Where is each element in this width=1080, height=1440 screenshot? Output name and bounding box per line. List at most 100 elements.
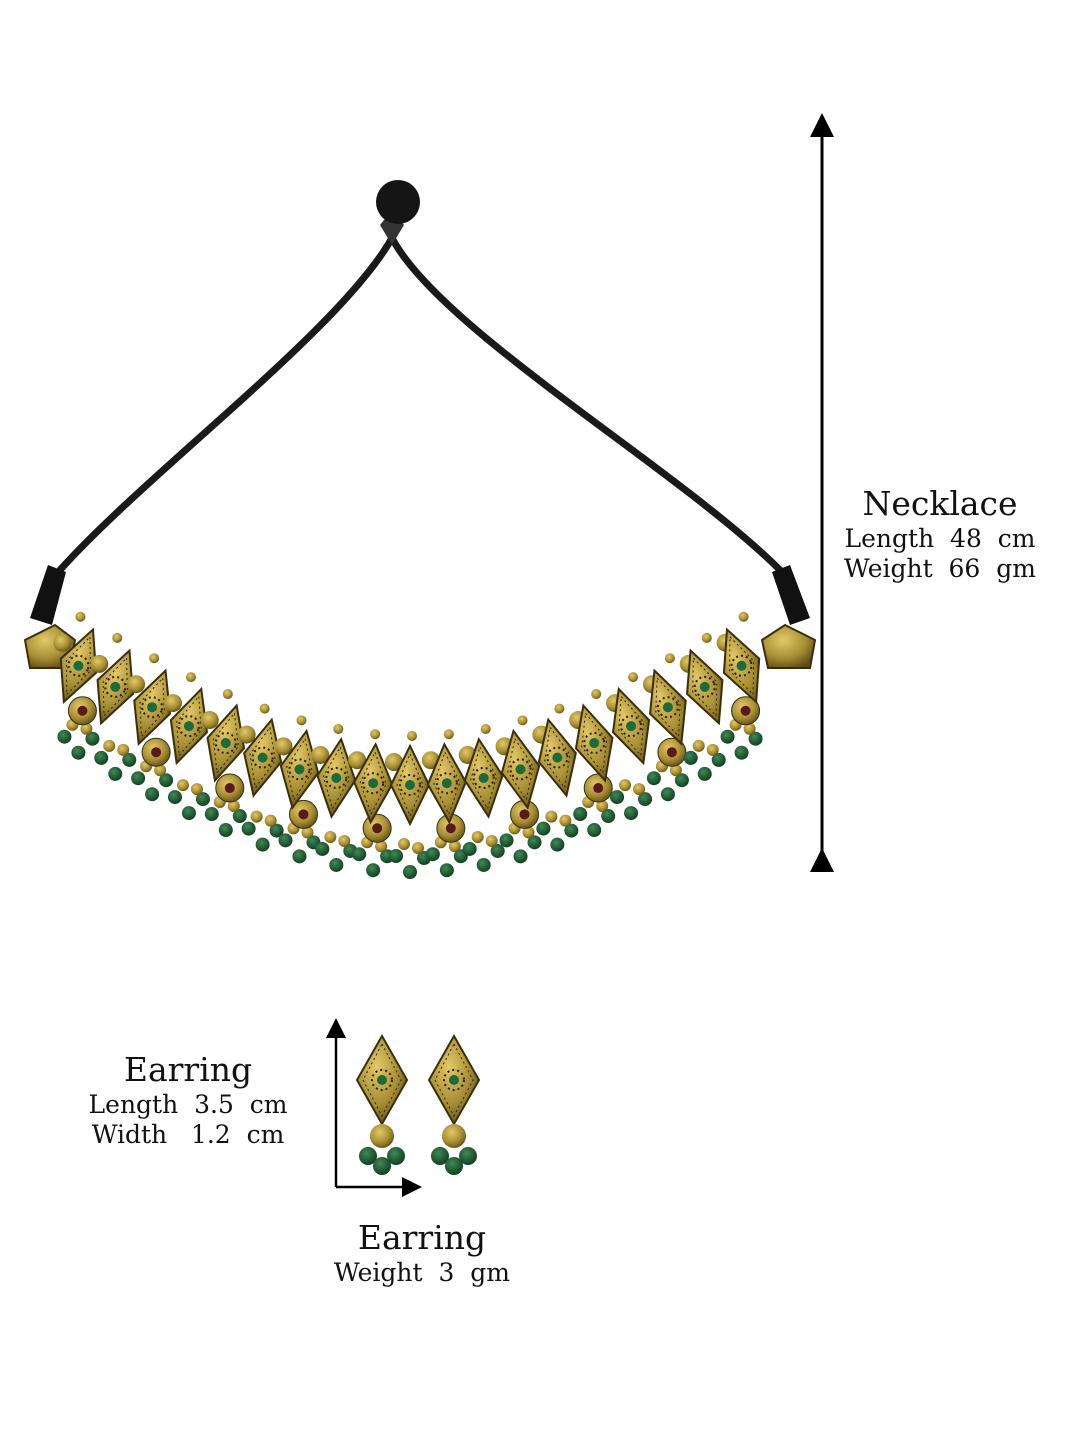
diamond-pendant [722,627,761,705]
gold-bead [149,653,160,664]
dot-ring [546,746,569,769]
green-bead [638,792,653,807]
gold-bead [480,723,491,734]
dot-ring [251,746,274,769]
dot-ring [362,772,385,795]
green-bead [131,771,146,786]
green-stone [441,778,452,789]
gold-bead [227,800,240,813]
gold-bead [324,830,337,843]
gold-bead [471,830,484,843]
red-stone [372,823,383,834]
green-bead [145,787,160,802]
dot-ring [443,1069,465,1091]
green-stone [699,681,710,692]
red-stone [151,747,162,758]
green-stone [257,752,268,763]
green-bead [697,766,712,781]
diamond-pendant [316,736,357,819]
gold-bead [545,810,558,823]
earring-green-bead [373,1157,391,1175]
necklace-weight: Weight 66 gm [844,553,1036,583]
green-stone [552,752,563,763]
green-bead [674,773,689,788]
gold-bead [176,779,189,792]
green-bead [232,809,247,824]
green-stone [478,772,489,783]
red-stone [740,705,751,716]
gold-bead [701,632,712,643]
green-bead [181,806,196,821]
necklace-title: Necklace [862,484,1018,523]
green-bead [720,729,735,744]
necklace-specs: Necklace Length 48 cm Weight 66 gm [840,484,1040,584]
dot-ring [583,732,606,755]
green-bead [711,752,726,767]
green-bead [278,833,293,848]
gold-bead [485,834,498,847]
earring-green-bead [387,1147,405,1165]
diamond-pendant [426,742,467,825]
green-stone [147,702,158,713]
green-stone [405,780,415,790]
earring-left-stud [355,1033,409,1127]
green-stone [449,1075,459,1085]
gold-bead [311,745,330,764]
necklace-cord [30,210,810,625]
green-bead [159,773,174,788]
gold-bead [117,743,130,756]
green-bead [269,823,284,838]
dot-ring [730,654,753,677]
clasp-bead [376,180,420,224]
green-bead [241,821,256,836]
green-bead [734,745,749,760]
gold-bead [338,834,351,847]
green-bead [550,837,565,852]
earring-right-stud [427,1033,481,1127]
red-stone [77,705,88,716]
red-stone [519,809,530,820]
diamond-pendant [389,743,431,827]
gold-bead [75,611,86,622]
green-bead [329,857,344,872]
earrings [355,1033,481,1175]
green-bead [255,837,270,852]
earring-length: Length 3.5 cm [88,1089,288,1119]
green-bead [610,790,625,805]
green-bead [601,809,616,824]
green-stone [368,778,379,789]
gold-bead [90,654,109,673]
gold-bead [398,838,410,850]
red-stone [445,823,456,834]
diamond-pendant [463,736,504,819]
gold-bead [619,779,632,792]
green-bead [536,821,551,836]
gold-bead [348,751,367,770]
diamond-pendant [611,686,651,766]
green-bead [122,752,137,767]
dotted-border [434,1042,474,1118]
gold-bead [103,739,116,752]
dot-ring [509,758,532,781]
gold-bead [385,753,403,771]
gold-bead [591,689,602,700]
earring-width: Width 1.2 cm [91,1119,285,1149]
gold-bead [554,703,565,714]
gold-bead [738,611,749,622]
gold-bead [264,814,277,827]
green-bead [425,847,440,862]
green-bead [403,865,417,879]
gold-bead [407,731,417,741]
gold-bead [200,711,219,730]
green-bead [476,857,491,872]
end-cap-right [760,623,817,669]
gold-bead [517,715,528,726]
green-stone [220,738,231,749]
earring-weight-specs: Earring Weight 3 gm [322,1218,522,1288]
gold-bead [163,694,182,713]
green-stone [589,738,600,749]
gold-bead [692,739,705,752]
red-stone [298,809,309,820]
red-stone [666,747,677,758]
